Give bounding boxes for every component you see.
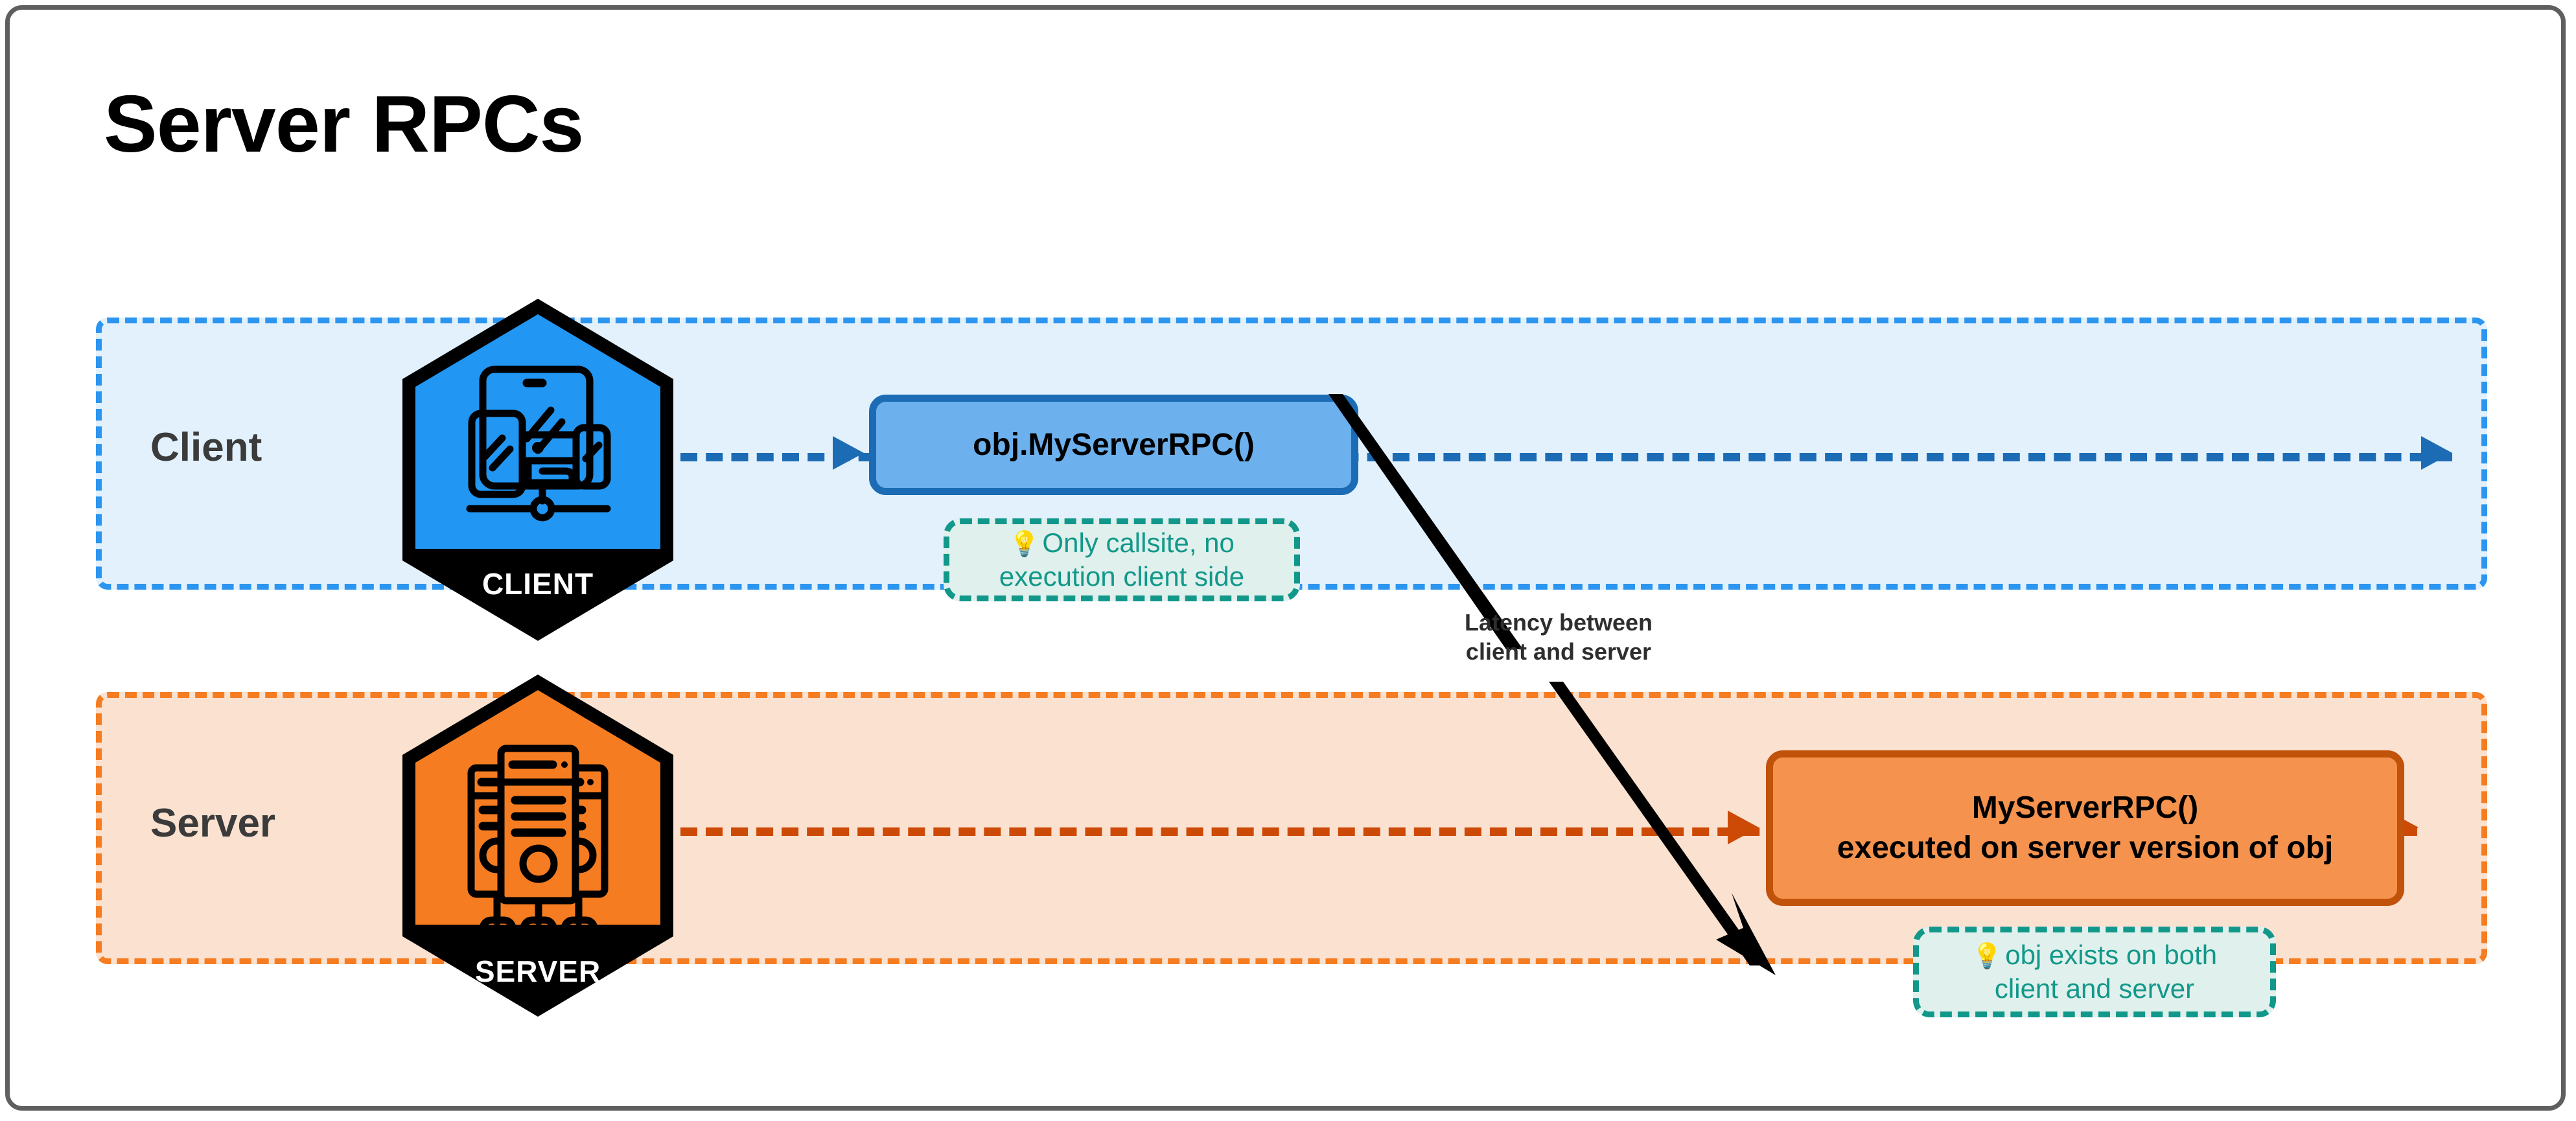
lane-label-server: Server <box>150 801 276 846</box>
latency-line2: client and server <box>1465 638 1652 665</box>
badge-label-server: SERVER <box>475 954 601 988</box>
badge-client: CLIENT <box>399 295 677 645</box>
server-exec-line2: executed on server version of obj <box>1837 831 2334 865</box>
arrowhead-server-into-box <box>1728 811 1759 844</box>
note-server: 💡obj exists on both client and server <box>1913 927 2276 1017</box>
note-server-line1: obj exists on both <box>2005 939 2218 970</box>
latency-label: Latency between client and server <box>1461 608 1656 666</box>
note-client-line1: Only callsite, no <box>1042 527 1235 558</box>
note-client-line2: execution client side <box>999 561 1245 592</box>
process-box-server-exec[interactable]: MyServerRPC() executed on server version… <box>1766 750 2404 906</box>
lightbulb-icon: 💡 <box>1971 942 2003 970</box>
devices-icon <box>466 365 611 522</box>
process-box-client-call[interactable]: obj.MyServerRPC() <box>869 395 1358 495</box>
server-exec-line1: MyServerRPC() <box>1971 790 2199 825</box>
note-server-line2: client and server <box>1994 973 2195 1004</box>
server-rack-icon <box>462 745 615 942</box>
lightbulb-icon: 💡 <box>1009 530 1040 558</box>
latency-line1: Latency between <box>1464 609 1653 636</box>
badge-server: SERVER <box>399 671 677 1021</box>
page-title: Server RPCs <box>104 80 584 169</box>
badge-label-client: CLIENT <box>482 567 594 601</box>
lane-label-client: Client <box>150 425 262 470</box>
arrowhead-client-into-box <box>833 436 864 470</box>
note-client: 💡Only callsite, no execution client side <box>944 518 1300 601</box>
arrowhead-client-end <box>2421 436 2452 470</box>
